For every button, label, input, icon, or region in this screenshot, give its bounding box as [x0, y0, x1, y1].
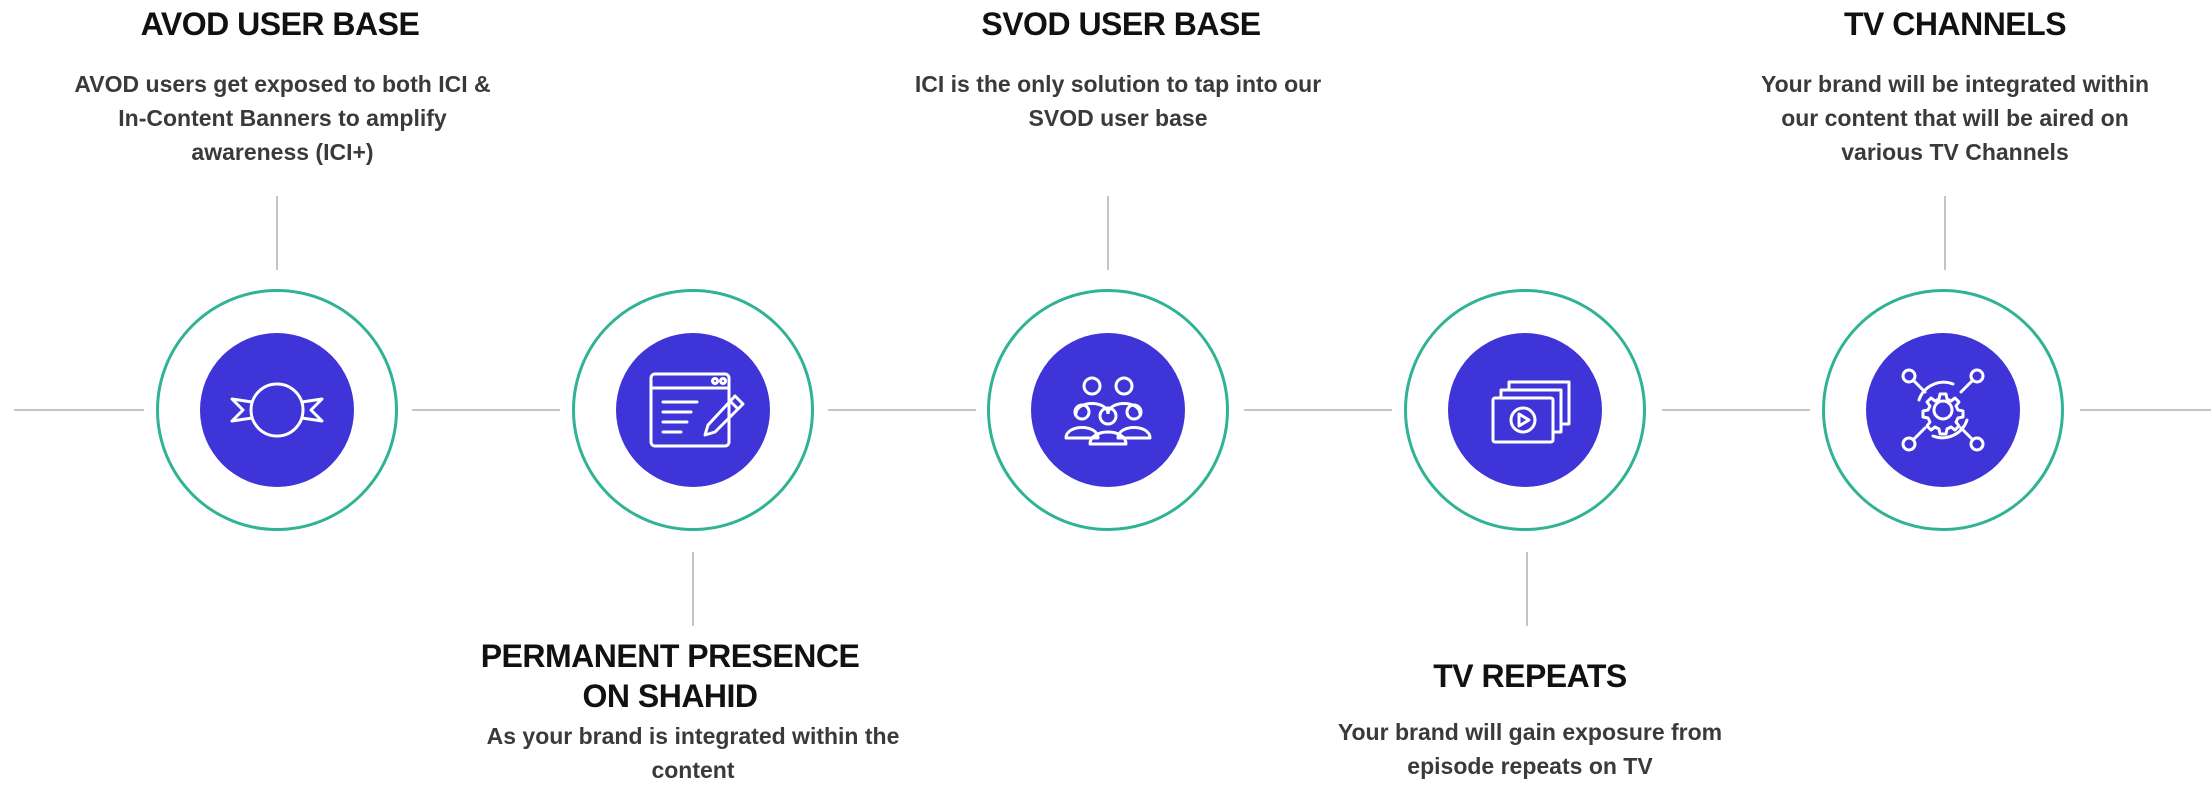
step-description: AVOD users get exposed to both ICI & In-… — [74, 71, 491, 165]
browser-edit-icon — [649, 372, 745, 448]
step-icon-disc — [200, 333, 354, 487]
step-stem — [1107, 196, 1109, 270]
video-stack-icon — [1491, 380, 1571, 444]
step-title: AVOD USER BASE — [140, 6, 420, 42]
step-node — [1822, 289, 2064, 531]
step-icon-disc — [1448, 333, 1602, 487]
timeline-connector — [1244, 409, 1392, 411]
step-icon-disc — [616, 333, 770, 487]
step-icon-disc — [1866, 333, 2020, 487]
step-title: TV REPEATS — [1433, 658, 1627, 694]
step-node — [156, 289, 398, 531]
step-description: ICI is the only solution to tap into our… — [914, 71, 1322, 131]
step-description: As your brand is integrated within the c… — [486, 723, 900, 783]
step-description: Your brand will be integrated within our… — [1760, 71, 2150, 165]
step-node — [572, 289, 814, 531]
timeline-connector — [1662, 409, 1810, 411]
timeline-connector — [2080, 409, 2211, 411]
timeline-connector — [412, 409, 560, 411]
step-title: TV CHANNELS — [1843, 6, 2067, 42]
step-node — [1404, 289, 1646, 531]
step-title: PERMANENT PRESENCE ON SHAHID — [480, 638, 860, 714]
step-node — [987, 289, 1229, 531]
step-stem — [1526, 552, 1528, 626]
step-stem — [692, 552, 694, 626]
step-icon-disc — [1031, 333, 1185, 487]
step-description: Your brand will gain exposure from episo… — [1337, 719, 1723, 779]
step-stem — [1944, 196, 1946, 270]
step-stem — [276, 196, 278, 270]
ribbon-badge-icon — [230, 382, 324, 438]
step-title: SVOD USER BASE — [981, 6, 1261, 42]
audience-group-icon — [1064, 376, 1152, 446]
gear-network-icon — [1901, 368, 1985, 452]
timeline-connector — [828, 409, 976, 411]
timeline-connector — [14, 409, 144, 411]
